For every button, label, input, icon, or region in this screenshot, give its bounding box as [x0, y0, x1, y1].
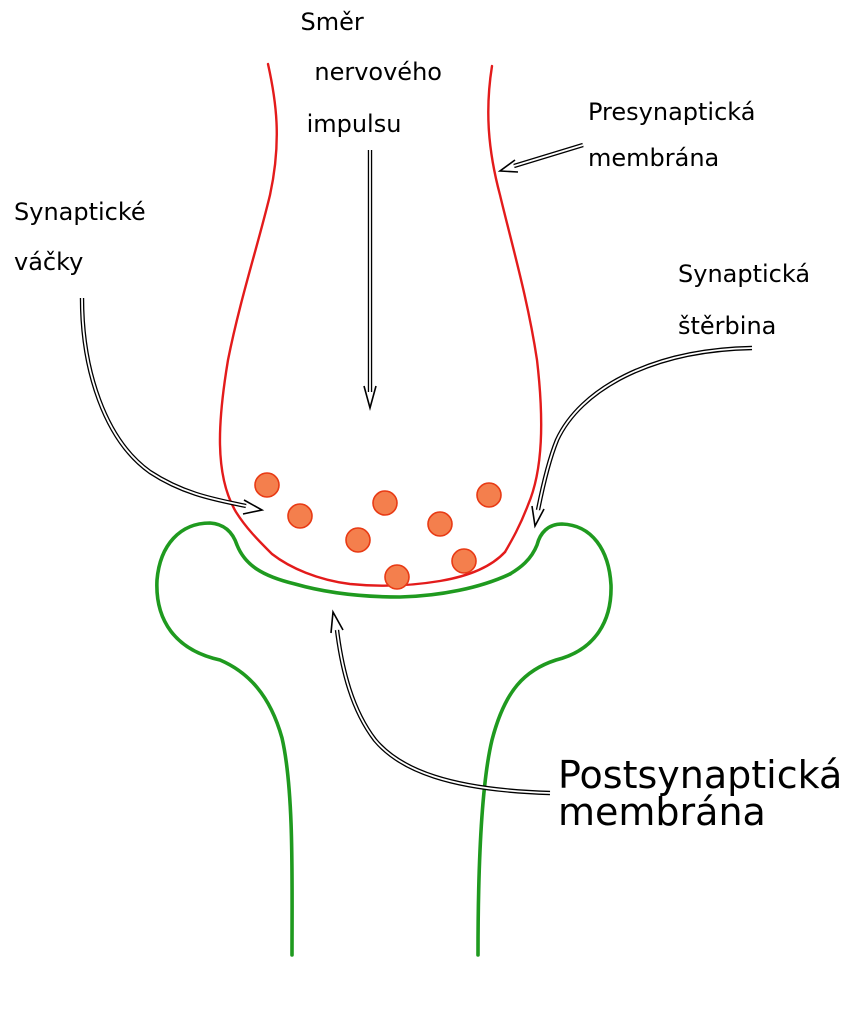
synaptic-cleft-arrow: [532, 348, 752, 526]
vesicle: [373, 491, 397, 515]
postsynaptic-membrane-line-2: membrána: [558, 790, 766, 834]
presynaptic-membrane-line-1: Presynaptická: [588, 98, 755, 126]
synaptic-vesicles-line-2: váčky: [14, 248, 83, 276]
postsynaptic-outline-right: [478, 524, 611, 955]
vesicle: [346, 528, 370, 552]
synaptic-cleft-label: Synaptická štěrbina: [678, 260, 818, 340]
postsynaptic-membrane-arrow: [331, 612, 550, 793]
synaptic-cleft-line-2: štěrbina: [678, 312, 776, 340]
impulse-direction-line-3: impulsu: [307, 110, 402, 138]
vesicle: [428, 512, 452, 536]
presynaptic-membrane-label: Presynaptická membrána: [588, 98, 763, 172]
synaptic-vesicles-label: Synaptické váčky: [14, 198, 153, 276]
synaptic-cleft-line-1: Synaptická: [678, 260, 810, 288]
postsynaptic-membrane-label: Postsynaptická membrána: [558, 753, 854, 834]
vesicle: [385, 565, 409, 589]
impulse-direction-label: Směr nervového impulsu: [301, 8, 450, 138]
vesicle: [477, 483, 501, 507]
vesicle: [255, 473, 279, 497]
postsynaptic-neuron: [157, 523, 611, 955]
synaptic-vesicles: [255, 473, 501, 589]
impulse-direction-arrow: [364, 150, 376, 408]
synaptic-vesicles-line-1: Synaptické: [14, 198, 146, 226]
impulse-direction-line-2: nervového: [314, 58, 442, 86]
vesicle: [288, 504, 312, 528]
impulse-direction-line-1: Směr: [301, 8, 364, 36]
presynaptic-membrane-line-2: membrána: [588, 144, 719, 172]
vesicle: [452, 549, 476, 573]
postsynaptic-outline-left: [157, 523, 510, 955]
presynaptic-outline-left: [220, 64, 505, 586]
presynaptic-outline-right: [488, 66, 541, 552]
presynaptic-membrane-arrow: [500, 145, 583, 172]
